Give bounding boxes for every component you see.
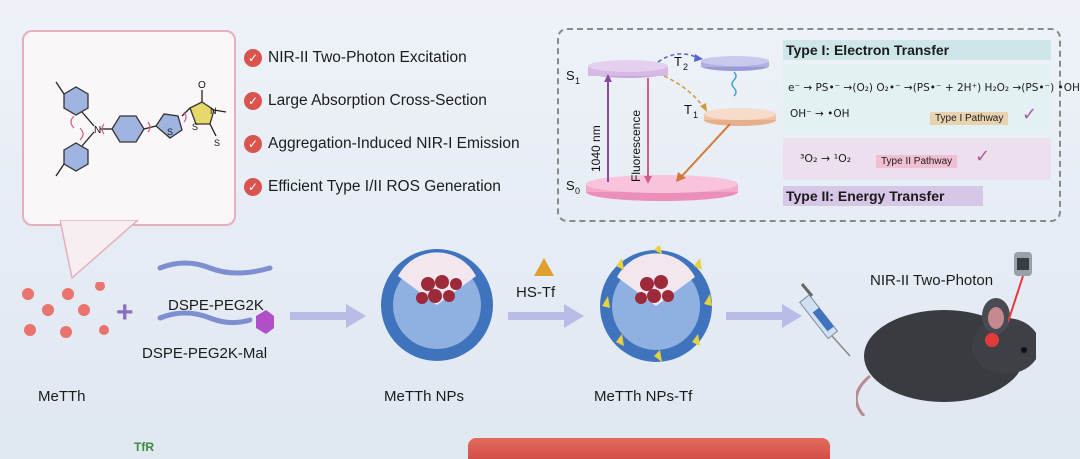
- hs-tf-icon: [534, 258, 554, 276]
- feature-item: ✓NIR-II Two-Photon Excitation: [244, 49, 467, 67]
- molecule-panel: N S O S N S: [22, 30, 236, 226]
- s1-subscript: 1: [575, 76, 580, 86]
- tfr-label: TfR: [134, 440, 154, 454]
- metth-nps-label: MeTTh NPs: [384, 388, 465, 405]
- t1-label: T: [684, 102, 692, 117]
- metth-nps-tf-label: MeTTh NPs-Tf: [594, 388, 693, 405]
- molecule-n2-atom: N: [210, 106, 217, 116]
- check-icon: ✓: [244, 178, 262, 196]
- molecule-o-atom: O: [198, 80, 206, 91]
- dspe-peg-label: DSPE-PEG2K: [168, 297, 264, 314]
- laser-icon: [1008, 252, 1032, 323]
- metth-molecules: [22, 282, 109, 338]
- type1-title-box: [783, 40, 1051, 60]
- t2-subscript: 2: [683, 62, 688, 72]
- syringe-icon: [799, 283, 851, 357]
- check-icon: ✓: [1022, 104, 1038, 125]
- dspe-peg-mal-label: DSPE-PEG2K-Mal: [142, 345, 268, 362]
- type2-pathway-badge: Type II Pathway: [876, 155, 958, 168]
- feature-item: ✓Large Absorption Cross-Section: [244, 92, 487, 110]
- t1-subscript: 1: [693, 110, 698, 120]
- plus-icon: +: [116, 296, 134, 329]
- molecule-s-exo: S: [214, 138, 220, 148]
- molecule-n-atom: N: [94, 125, 101, 136]
- check-icon: ✓: [244, 49, 262, 67]
- arrow-icon: [508, 304, 584, 328]
- metth-nps-tf: [600, 246, 712, 362]
- molecule-s-ring: S: [192, 122, 198, 132]
- feature-item: ✓Aggregation-Induced NIR-I Emission: [244, 135, 520, 153]
- s1-label: S: [566, 68, 575, 83]
- check-icon: ✓: [975, 146, 991, 167]
- feature-item: ✓Efficient Type I/II ROS Generation: [244, 178, 501, 196]
- mechanism-box: [557, 28, 1061, 222]
- metth-label: MeTTh: [38, 388, 86, 405]
- nir-two-photon-label: NIR-II Two-Photon: [870, 272, 994, 289]
- type2-title-box: [783, 186, 983, 206]
- type2-reaction: ³O₂ → ¹O₂: [800, 152, 852, 165]
- metth-nanoparticle: [381, 249, 493, 361]
- type2-title: Type II: Energy Transfer: [786, 188, 945, 204]
- mouse-illustration: [856, 298, 1036, 416]
- check-icon: ✓: [244, 135, 262, 153]
- arrow-icon: [290, 304, 366, 328]
- s0-label: S: [566, 178, 575, 193]
- jablonski-diagram: S 1 S 0 T 2 T 1 1040 nm Fluorescence: [566, 53, 776, 201]
- callout-pointer: [60, 220, 140, 280]
- check-icon: ✓: [244, 92, 262, 110]
- excitation-label: 1040 nm: [589, 125, 603, 172]
- type1-pathway-badge: Type I Pathway: [930, 112, 1009, 125]
- s0-subscript: 0: [575, 186, 580, 196]
- fluorescence-label: Fluorescence: [629, 110, 643, 182]
- type1-reaction-line1: e⁻ → PS•⁻ →(O₂) O₂•⁻ →(PS•⁻ + 2H⁺) H₂O₂ …: [788, 82, 1080, 94]
- tissue-panel: [468, 438, 830, 459]
- type1-title: Type I: Electron Transfer: [786, 42, 950, 58]
- t2-label: T: [674, 54, 682, 69]
- dspe-peg-chains: [157, 260, 274, 334]
- arrow-icon: [726, 304, 802, 328]
- molecule-s-thiophene: S: [167, 127, 173, 137]
- type1-reaction-line2: OH⁻ → •OH: [790, 108, 850, 120]
- molecule-structure: N S O S N S: [55, 80, 227, 177]
- hs-tf-label: HS-Tf: [516, 284, 556, 301]
- type1-content-box: [783, 64, 1051, 132]
